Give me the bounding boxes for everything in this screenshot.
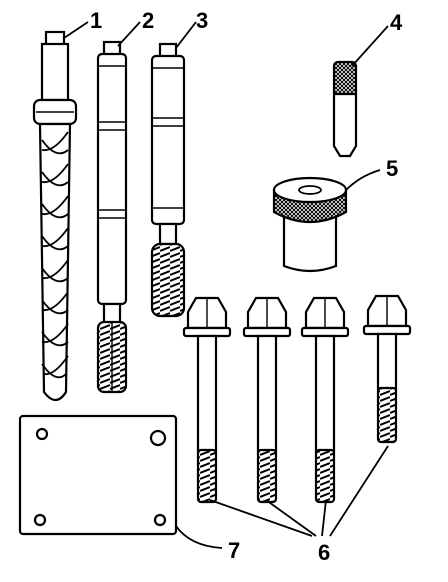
tool-2-tap	[96, 40, 128, 394]
callout-3: 3	[196, 8, 208, 33]
part-5-bushing	[272, 176, 348, 273]
callout-1: 1	[90, 8, 102, 33]
tool-1-shank	[40, 42, 70, 102]
bolt-b	[242, 296, 292, 504]
part-7-body	[18, 414, 178, 536]
tool-2-body	[96, 52, 128, 306]
bolt-c	[300, 296, 350, 504]
leader-lines	[63, 21, 389, 549]
plate-hole-3	[33, 513, 47, 527]
bolt-a	[182, 296, 232, 504]
callouts: 1 2 3 4 5 6 7	[90, 8, 403, 565]
part-4-body	[332, 92, 358, 158]
callout-4: 4	[390, 10, 403, 35]
plate-hole-1	[35, 427, 49, 441]
callout-2: 2	[142, 8, 154, 33]
leader-1	[63, 21, 89, 39]
tool-3-driver	[150, 42, 186, 318]
leader-3	[175, 21, 197, 49]
bolt-d	[362, 294, 412, 444]
leader-5	[345, 169, 381, 191]
bolt-a-thread	[196, 448, 218, 504]
tool-3-thread	[150, 242, 186, 318]
bolt-c-thread	[314, 448, 336, 504]
part-4-pin	[332, 60, 358, 158]
callout-5: 5	[386, 156, 398, 181]
leader-6	[209, 445, 389, 537]
tool-1-drill	[32, 30, 78, 402]
callout-7: 7	[228, 538, 240, 563]
leader-2	[117, 21, 141, 47]
callout-6: 6	[318, 540, 330, 565]
leader-4	[351, 25, 389, 67]
part-5-bore	[298, 185, 322, 195]
plate-hole-2	[149, 429, 167, 447]
leader-7	[175, 525, 223, 549]
bolt-b-thread	[256, 448, 278, 504]
bolt-d-thread	[376, 386, 398, 444]
tool-3-body	[150, 54, 186, 226]
plate-hole-4	[153, 513, 167, 527]
tool-3-neck	[158, 222, 178, 246]
part-7-plate	[18, 414, 178, 536]
part-5-sleeve	[282, 212, 338, 273]
part-4-knurl	[332, 60, 358, 98]
